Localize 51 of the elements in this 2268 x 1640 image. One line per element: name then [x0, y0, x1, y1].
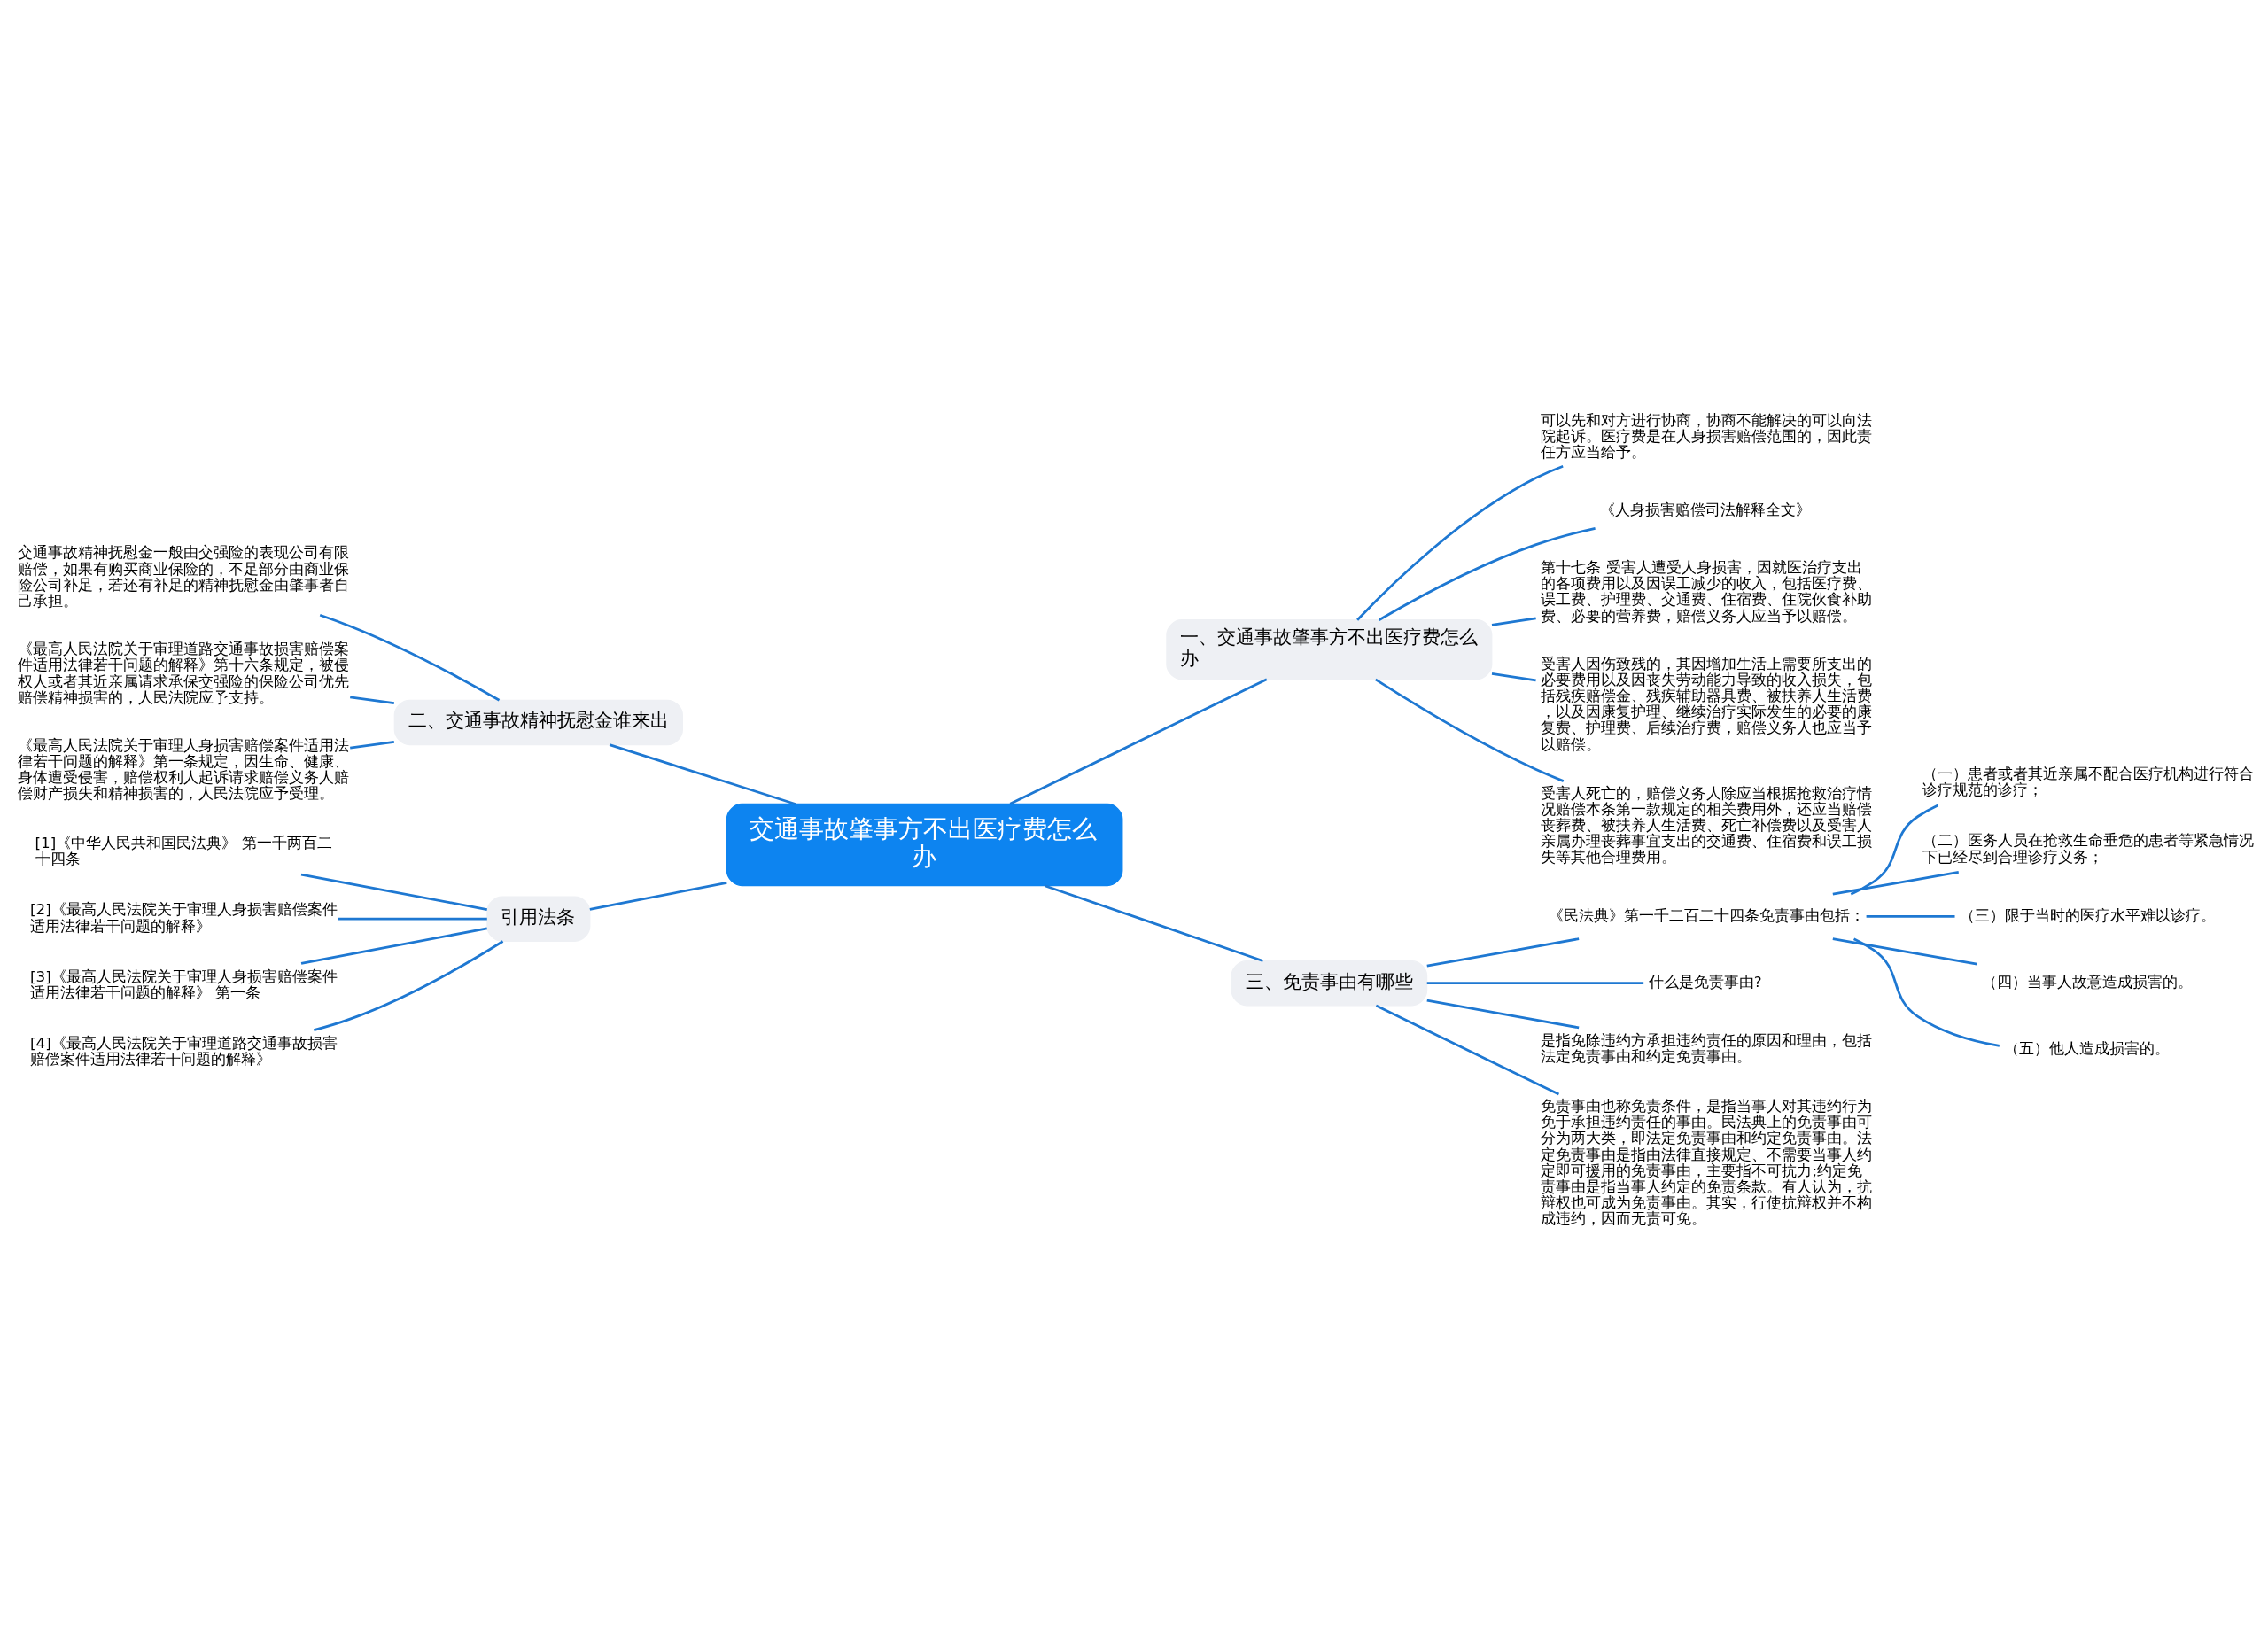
node-box: 一、交通事故肇事方不出医疗费怎么办: [1166, 618, 1493, 680]
connector: [1491, 617, 1536, 626]
connector: [319, 613, 501, 701]
node-text: [4]《最高人民法院关于审理道路交通事故损害赔偿案件适用法律若干问题的解释》: [29, 1033, 338, 1068]
connector: [1426, 937, 1580, 968]
connector: [300, 927, 487, 965]
node-text: 可以先和对方进行协商，协商不能解决的可以向法院起诉。医疗费是在人身损害赔偿范围的，因此责任方应当给予。: [1541, 410, 1873, 461]
connector: [1832, 937, 1977, 966]
node-text: 第十七条 受害人遭受人身损害，因就医治疗支出的各项费用以及因误工减少的收入，包括医疗费、误工费、护理费、交通费、住宿费、住院伙食补助费、必要的营养费，赔偿义务人应当予以赔偿。: [1541, 557, 1873, 625]
connector: [1374, 678, 1565, 782]
connector: [1426, 981, 1644, 984]
node-text: 《民法典》第一千二百二十四条免责事由包括：: [1548, 905, 1865, 924]
connector: [1491, 672, 1536, 681]
connector: [1853, 937, 2000, 1047]
node-text: 《人身损害赔偿司法解释全文》: [1600, 500, 1812, 518]
connector: [589, 881, 727, 911]
connector: [1009, 678, 1268, 805]
connector: [1426, 999, 1580, 1029]
node-text: 是指免除违约方承担违约责任的原因和理由，包括法定免责事由和约定免责事由。: [1541, 1030, 1873, 1065]
node-text: 《最高人民法院关于审理人身损害赔偿案件适用法律若干问题的解释》第一条规定，因生命、健康、身体遭受侵害，赔偿权利人起诉请求赔偿义务人赔偿财产损失和精神损害的，人民法院应予受理。: [18, 735, 350, 802]
connector: [314, 939, 504, 1031]
connector: [350, 740, 394, 750]
connector: [1378, 526, 1596, 621]
connector: [1832, 870, 1959, 896]
node-text: [1]《中华人民共和国民法典》 第一千两百二十四条: [35, 833, 332, 867]
connector: [609, 742, 796, 805]
connector: [1850, 804, 1938, 896]
node-text: 什么是免责事由?: [1648, 972, 1762, 991]
node-text: 免责事由也称免责条件，是指当事人对其违约行为免于承担违约责任的事由。民法典上的免责事由可分为两大类，即法定免责事由和约定免责事由。法定免责事由是指由法律直接规定、不需要当事人约定即可援用的免责事由，主要指不可抗力;约定免责事由是指当事人约定的免责条款。有人认为，抗辩权也可成为免责事由。其实，行使抗辩权并不构成违约，因而无责可免。: [1541, 1096, 1873, 1227]
node-box: 二、交通事故精神抚慰金谁来出: [393, 699, 683, 745]
node-text: （二）医务人员在抢救生命垂危的患者等紧急情况下已经尽到合理诊疗义务；: [1922, 830, 2255, 866]
connector: [338, 917, 487, 921]
node-box: 引用法条: [486, 895, 591, 942]
node-text: （一）患者或者其近亲属不配合医疗机构进行符合诊疗规范的诊疗；: [1922, 764, 2255, 798]
node-text: 交通事故精神抚慰金一般由交强险的表现公司有限赔偿，如果有购买商业保险的，不足部分由商业保险公司补足，若还有补足的精神抚慰金由肇事者自己承担。: [18, 542, 350, 610]
node-text: （三）限于当时的医疗水平难以诊疗。: [1960, 905, 2217, 924]
connector: [300, 873, 487, 911]
connector: [1866, 914, 1955, 918]
node-text: （五）他人造成损害的。: [2004, 1038, 2171, 1057]
node-box: 交通事故肇事方不出医疗费怎么办: [726, 803, 1123, 886]
connector: [350, 695, 394, 704]
connector: [1375, 1004, 1560, 1095]
node-text: 受害人死亡的，赔偿义务人除应当根据抢救治疗情况赔偿本条第一款规定的相关费用外，还应当赔偿丧葬费、被扶养人生活费、死亡补偿费以及受害人亲属办理丧葬事宜支出的交通费、住宿费和误工损失等其他合理费用。: [1541, 783, 1873, 866]
node-box: 三、免责事由有哪些: [1231, 960, 1428, 1007]
connector: [1356, 464, 1564, 621]
node-text: 受害人因伤致残的，其因增加生活上需要所支出的必要费用以及因丧失劳动能力导致的收入损失，包括残疾赔偿金、残疾辅助器具费、被扶养人生活费，以及因康复护理、继续治疗实际发生的必要的康复费、护理费、后续治疗费，赔偿义务人也应当予以赔偿。: [1541, 654, 1873, 753]
node-text: （四）当事人故意造成损害的。: [1982, 972, 2194, 991]
node-text: [3]《最高人民法院关于审理人身损害赔偿案件适用法律若干问题的解释》 第一条: [29, 967, 338, 1001]
connector: [1044, 883, 1263, 962]
node-text: 《最高人民法院关于审理道路交通事故损害赔偿案件适用法律若干问题的解释》第十六条规定，被侵权人或者其近亲属请求承保交强险的保险公司优先赔偿精神损害的，人民法院应予支持。: [18, 639, 350, 706]
node-text: [2]《最高人民法院关于审理人身损害赔偿案件适用法律若干问题的解释》: [29, 899, 338, 935]
